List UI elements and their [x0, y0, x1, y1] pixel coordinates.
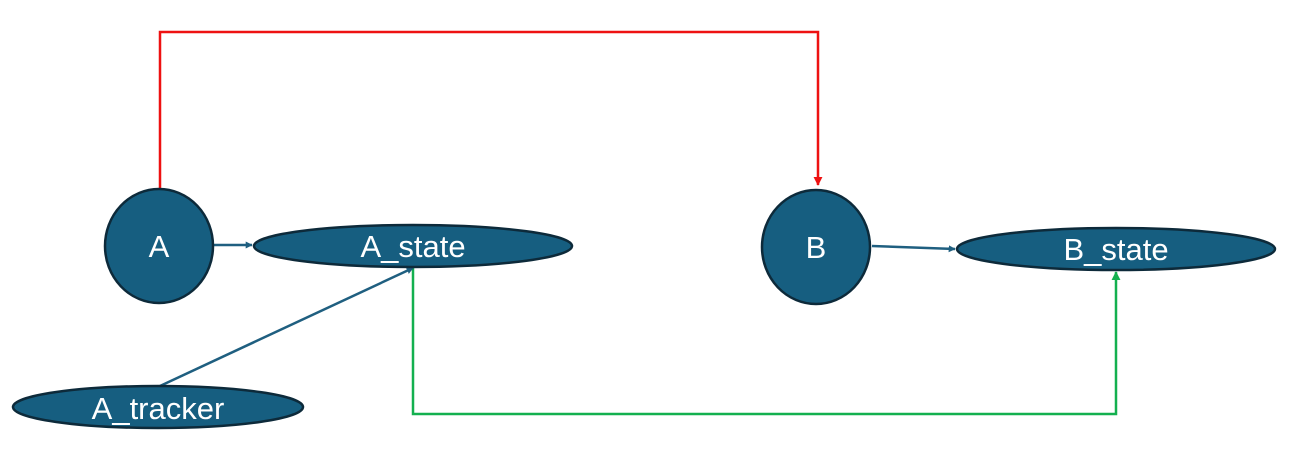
node-a-tracker-label: A_tracker	[92, 391, 225, 426]
node-b[interactable]: B	[760, 188, 872, 306]
node-a-label: A	[149, 229, 170, 264]
edge-b-to-b-state	[871, 244, 956, 253]
edge-a-tracker-to-a-state	[159, 266, 414, 388]
node-a-state-shape	[252, 223, 574, 269]
node-a-state-label: A_state	[360, 229, 465, 264]
node-a[interactable]: A	[103, 187, 215, 305]
node-b-label: B	[806, 230, 827, 265]
edge-a-to-b	[158, 30, 823, 189]
node-b-state-shape	[955, 226, 1277, 272]
node-a-tracker-shape	[11, 384, 305, 430]
node-a-state[interactable]: A_state	[252, 223, 574, 269]
node-b-state[interactable]: B_state	[955, 226, 1277, 272]
edge-a-state-to-b-state	[411, 268, 1121, 416]
node-a-tracker[interactable]: A_tracker	[11, 384, 305, 430]
node-b-state-label: B_state	[1063, 232, 1168, 267]
node-b-shape	[760, 188, 872, 306]
node-a-shape	[103, 187, 215, 305]
